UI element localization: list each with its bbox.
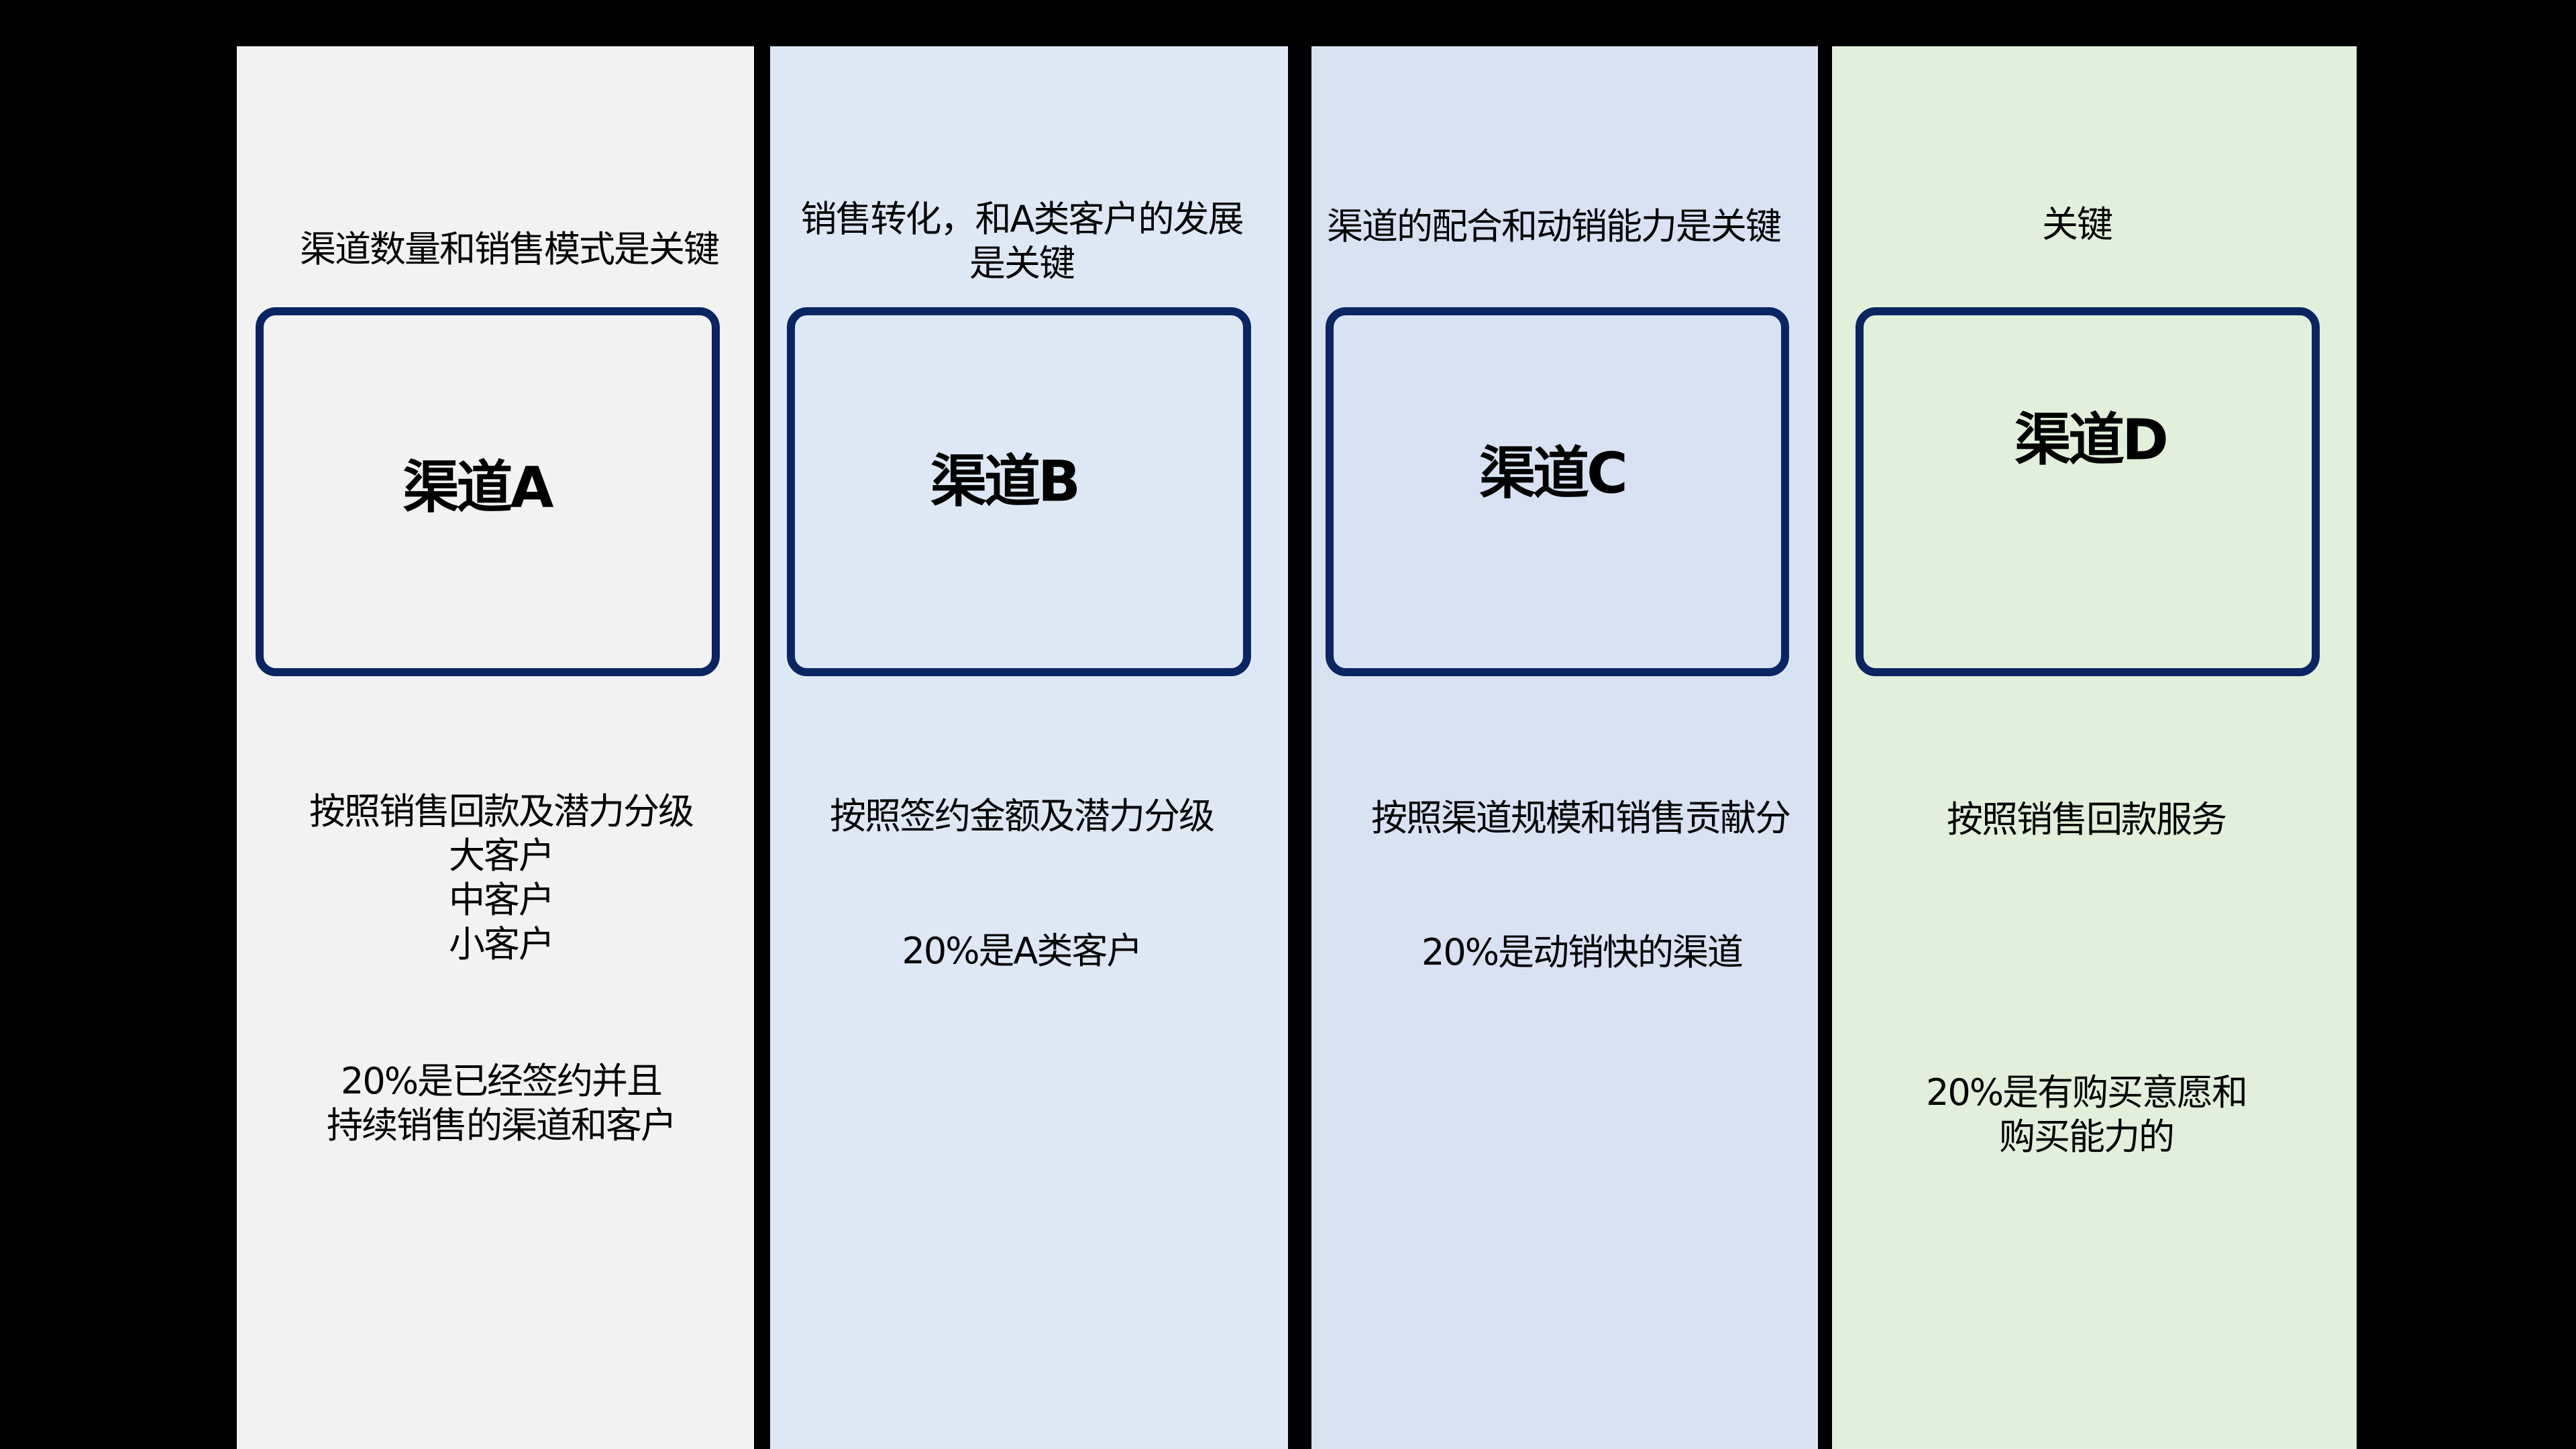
channel-c-classification: 按照渠道规模和销售贡献分: [1371, 797, 1791, 839]
channel-a-tier-medium: 中客户: [449, 879, 555, 921]
channel-a-tier-large: 大客户: [449, 835, 555, 877]
channel-column-a: [237, 46, 754, 1449]
channel-b-label: 渠道B: [930, 448, 1081, 515]
channel-a-heading: 渠道数量和销售模式是关键: [300, 228, 720, 270]
channel-c-box[interactable]: [1326, 307, 1789, 676]
channel-d-key-twenty-percent: 20%是有购买意愿和 购买能力的: [1925, 1071, 2248, 1158]
channel-b-classification: 按照签约金额及潜力分级: [830, 795, 1215, 837]
channel-d-label: 渠道D: [2015, 407, 2169, 473]
channel-d-box[interactable]: [1856, 307, 2320, 676]
channel-b-box[interactable]: [787, 307, 1251, 676]
channel-c-label: 渠道C: [1479, 440, 1628, 506]
channel-column-d: [1832, 46, 2357, 1449]
channel-a-tier-small: 小客户: [449, 923, 555, 965]
channel-column-b: [770, 46, 1288, 1449]
channel-d-classification: 按照销售回款服务: [1947, 798, 2227, 841]
channel-a-label: 渠道A: [402, 454, 553, 521]
channel-a-box[interactable]: [256, 307, 720, 676]
channel-a-classification: 按照销售回款及潜力分级: [309, 790, 694, 833]
channel-b-key-twenty-percent: 20%是A类客户: [902, 930, 1143, 972]
channel-column-c: [1311, 46, 1818, 1449]
channel-c-heading: 渠道的配合和动销能力是关键: [1327, 205, 1782, 248]
channel-c-key-twenty-percent: 20%是动销快的渠道: [1421, 931, 1743, 973]
channel-b-heading: 销售转化，和A类客户的发展 是关键: [800, 198, 1244, 284]
channel-d-heading: 关键: [2042, 203, 2113, 246]
channel-a-key-twenty-percent: 20%是已经签约并且 持续销售的渠道和客户: [327, 1060, 677, 1146]
